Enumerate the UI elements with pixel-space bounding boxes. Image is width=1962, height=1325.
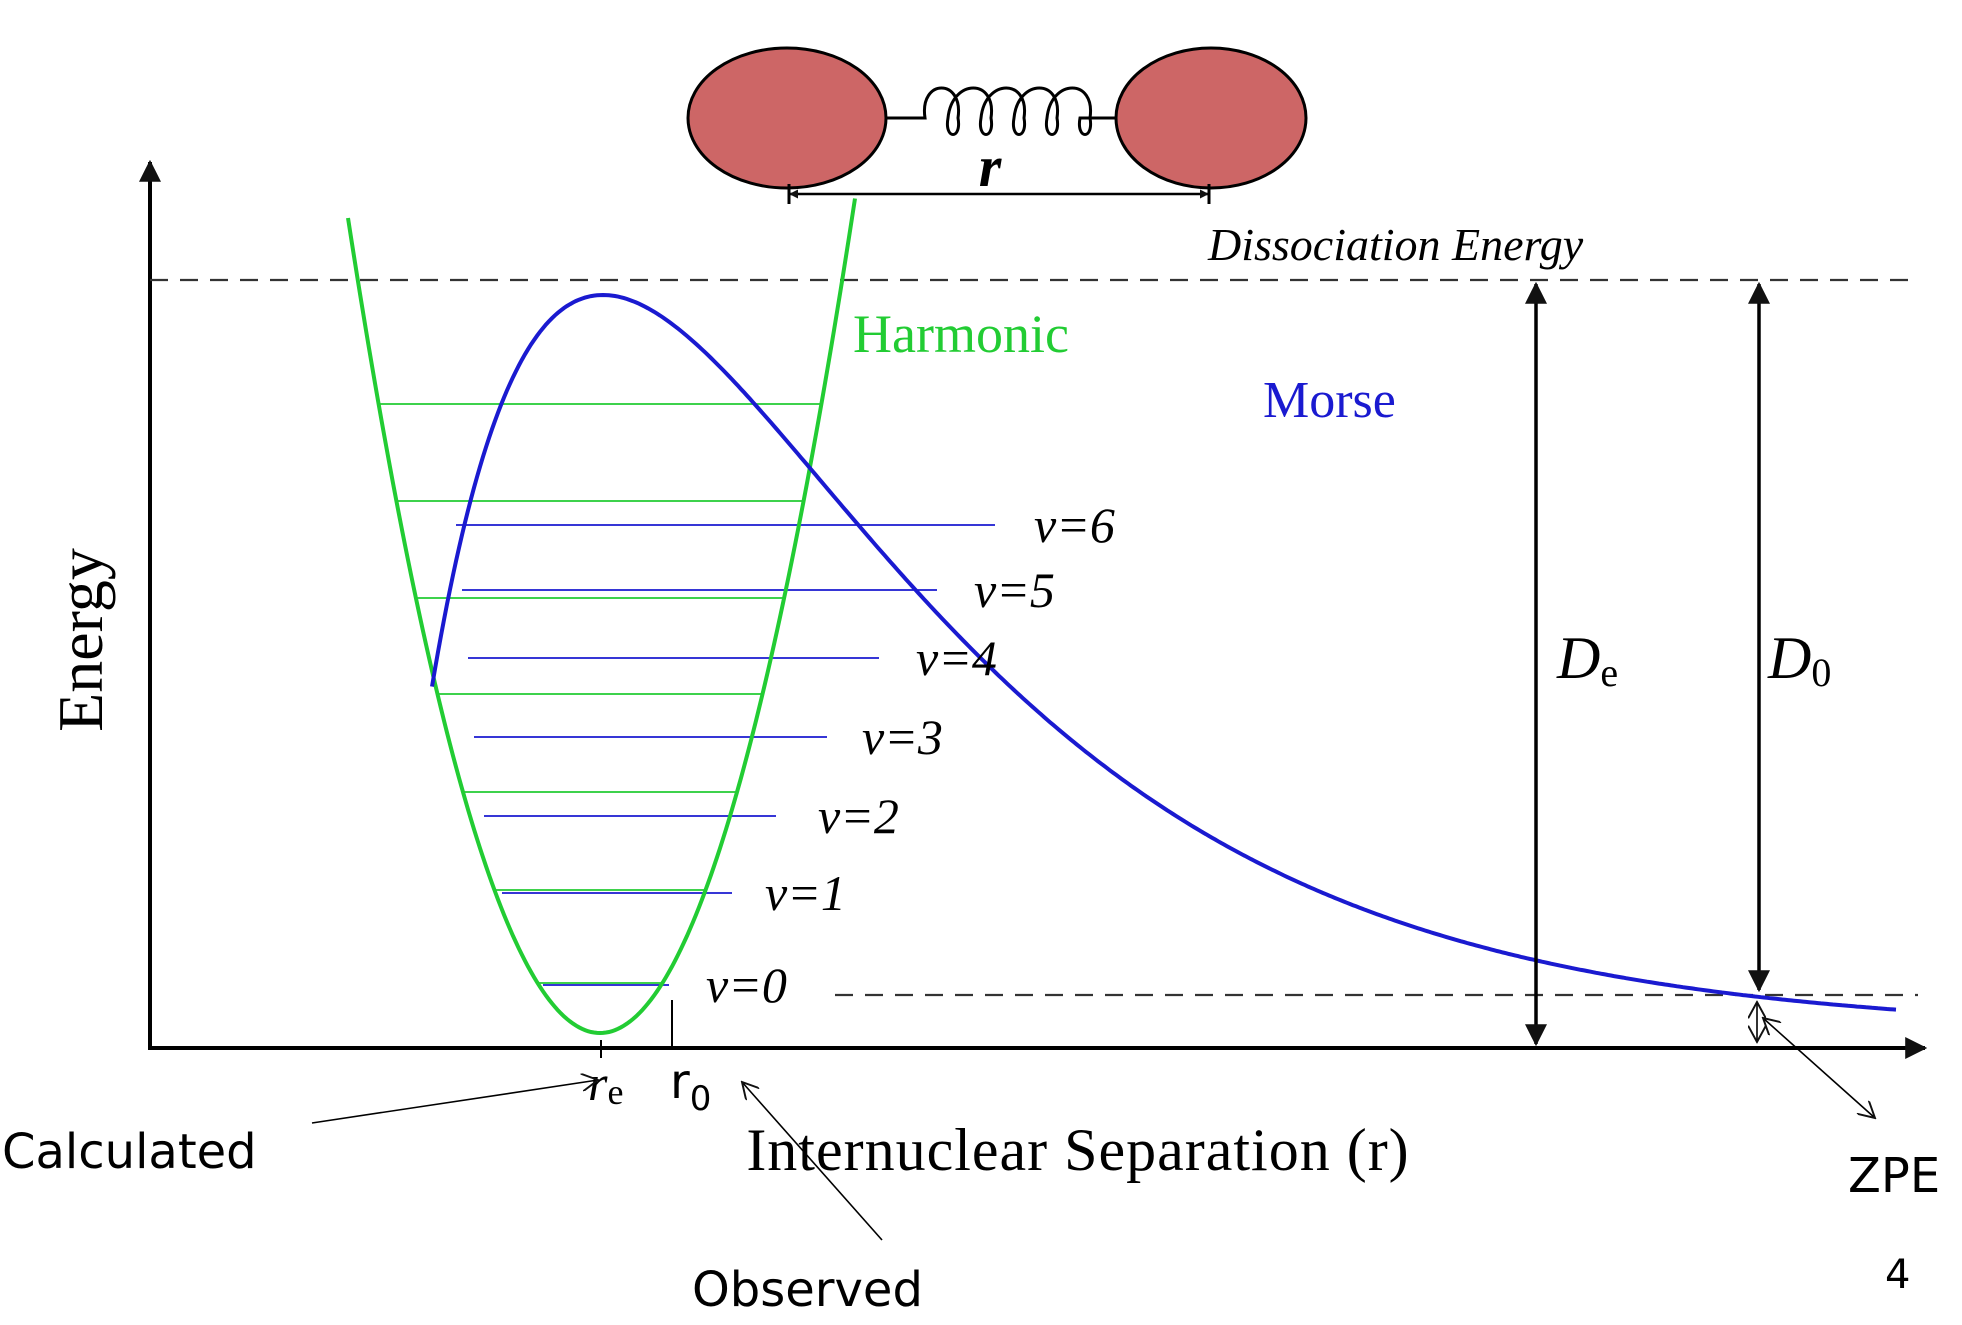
level-label-v4: v=4 <box>916 630 997 686</box>
re-label: re <box>588 1055 623 1112</box>
zpe-pointer-arrow <box>1763 1018 1875 1118</box>
y-axis-label: Energy <box>45 548 116 732</box>
morse-label: Morse <box>1263 372 1396 429</box>
dissociation-energy-label: Dissociation Energy <box>1207 219 1584 270</box>
morse-levels <box>456 524 995 986</box>
axes <box>139 159 1928 1059</box>
zpe-label: ZPE <box>1848 1148 1940 1204</box>
x-axis-label: Internuclear Separation (r) <box>746 1117 1409 1183</box>
harmonic-levels <box>378 403 822 984</box>
level-label-v2: v=2 <box>818 788 899 844</box>
page-number: 4 <box>1885 1252 1910 1298</box>
calculated-label: Calculated <box>2 1124 257 1180</box>
level-label-v1: v=1 <box>765 865 846 921</box>
observed-label: Observed <box>692 1262 923 1318</box>
observed-arrow <box>742 1082 883 1241</box>
de-label: De <box>1556 625 1618 695</box>
calculated-arrow <box>311 1080 598 1124</box>
left-atom <box>686 46 888 190</box>
level-label-v6: v=6 <box>1034 497 1115 553</box>
d0-label: D0 <box>1767 625 1831 695</box>
harmonic-label: Harmonic <box>853 304 1069 364</box>
molecule-illustration: r <box>686 46 1308 204</box>
level-label-v3: v=3 <box>862 709 943 765</box>
bond-length-label: r <box>979 134 1002 199</box>
level-labels: v=0 v=1 v=2 v=3 v=4 v=5 v=6 <box>706 497 1115 1013</box>
level-label-v0: v=0 <box>706 957 787 1013</box>
spring <box>886 86 1116 136</box>
right-atom <box>1114 46 1308 190</box>
morse-curve <box>430 292 1897 1012</box>
level-label-v5: v=5 <box>974 562 1055 618</box>
r0-label: r0 <box>670 1054 711 1119</box>
